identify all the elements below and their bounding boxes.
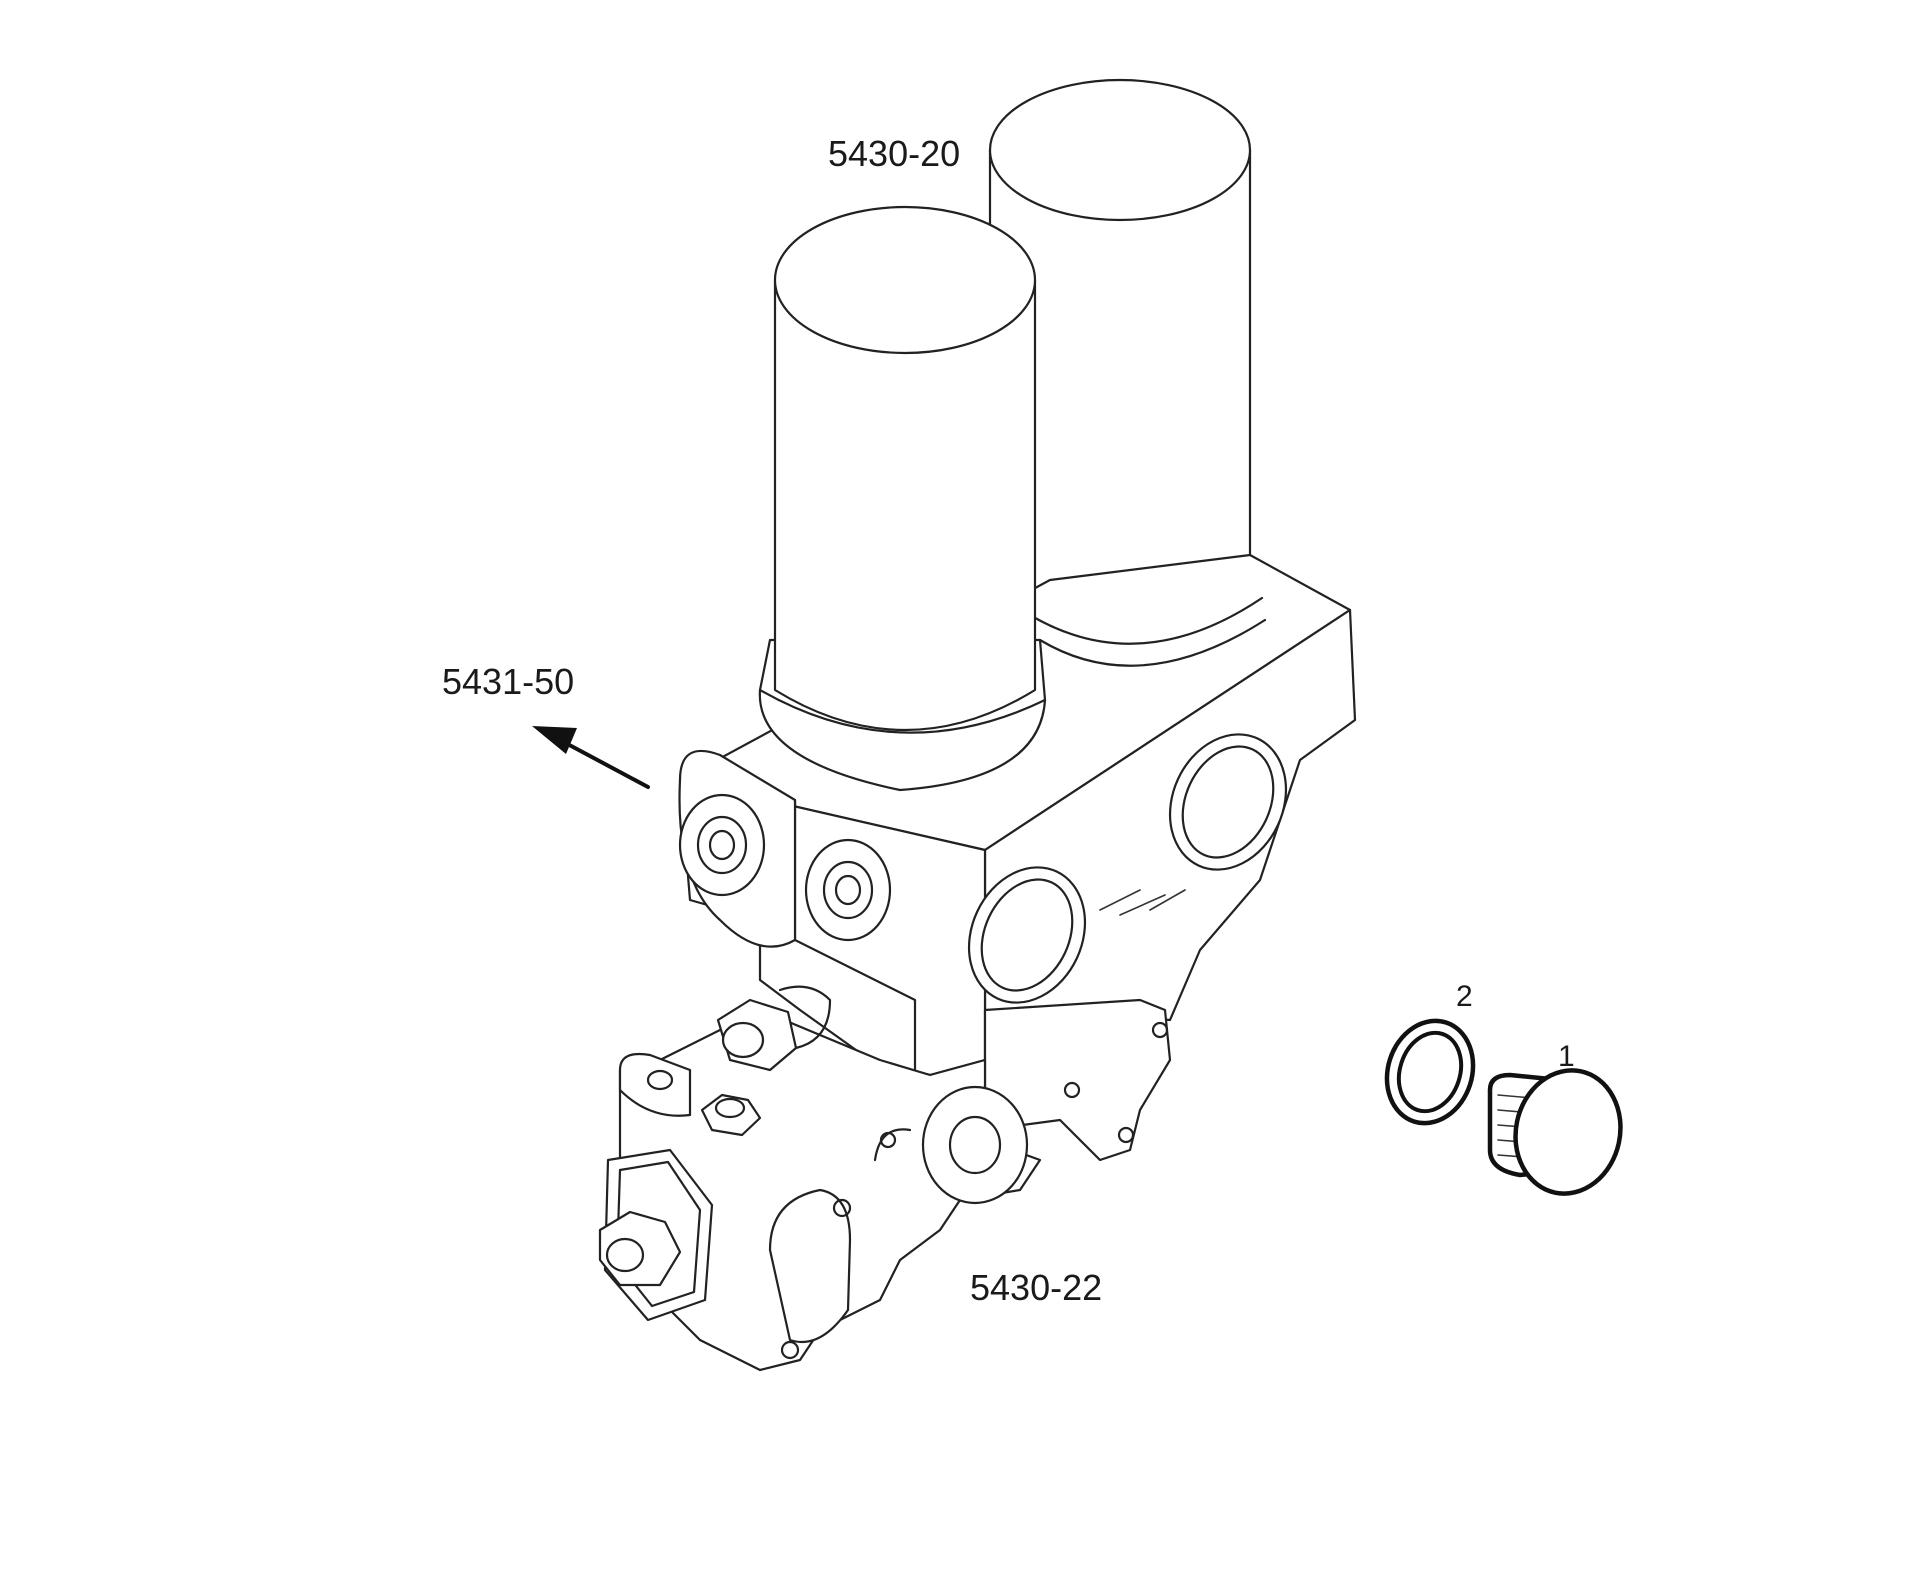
rear-filter-canister [988,78,1255,627]
arrow-up-left-icon [532,726,650,789]
sealing-washer [1384,1018,1476,1126]
label-5430-22: 5430-22 [970,1267,1102,1308]
label-part-2: 2 [1456,980,1473,1013]
front-filter-canister [758,205,1047,792]
lower-valve-section [598,985,1172,1372]
left-bosses [678,749,892,948]
label-part-1: 1 [1558,1040,1575,1073]
threaded-plug [1487,1068,1623,1196]
label-5431-50: 5431-50 [442,661,574,702]
label-5430-20: 5430-20 [828,133,960,174]
